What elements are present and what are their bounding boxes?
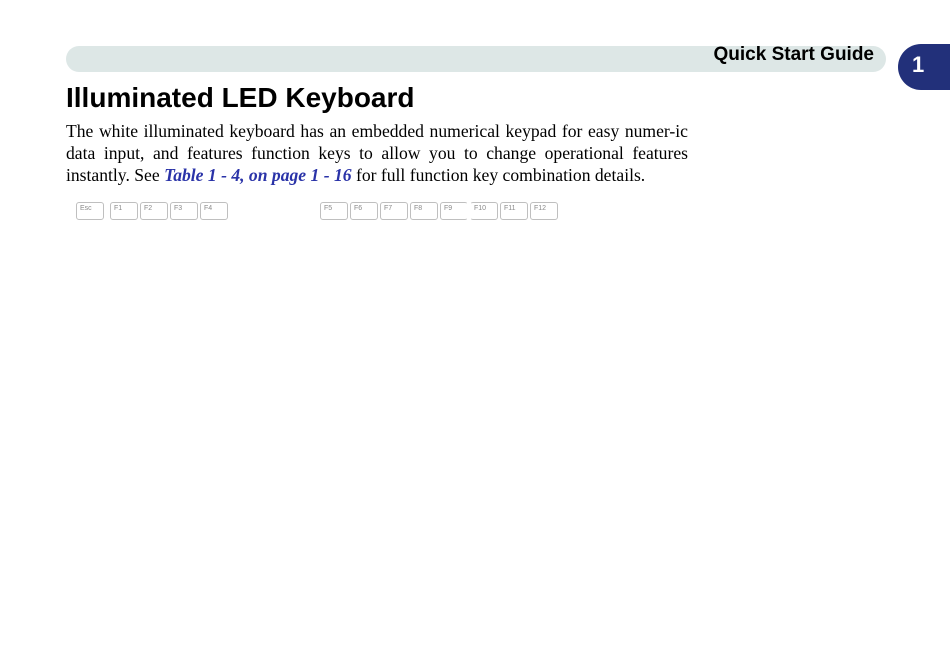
table-reference-link[interactable]: Table 1 - 4, on page 1 - 16 (164, 165, 352, 185)
key-f4: F4 (200, 202, 228, 220)
header-title: Quick Start Guide (714, 44, 874, 66)
key-f8: F8 (410, 202, 438, 220)
intro-paragraph: The white illuminated keyboard has an em… (66, 120, 688, 186)
key-f2: F2 (140, 202, 168, 220)
keyboard-illustration: Esc F1 F2 F3 F4 F5 F6 F7 F8 F9 F10 F11 F… (74, 196, 680, 392)
key-f3: F3 (170, 202, 198, 220)
key-f12: F12 (530, 202, 558, 220)
key-f1: F1 (110, 202, 138, 220)
key-f7: F7 (380, 202, 408, 220)
page-title: Illuminated LED Keyboard (66, 82, 415, 114)
key-f5: F5 (320, 202, 348, 220)
key-f11: F11 (500, 202, 528, 220)
chapter-number: 1 (912, 52, 924, 78)
key-f6: F6 (350, 202, 378, 220)
intro-text-end: for full function key combination detail… (352, 165, 646, 185)
key-f10: F10 (470, 202, 498, 220)
key-esc: Esc (76, 202, 104, 220)
key-f9: F9 (440, 202, 468, 220)
